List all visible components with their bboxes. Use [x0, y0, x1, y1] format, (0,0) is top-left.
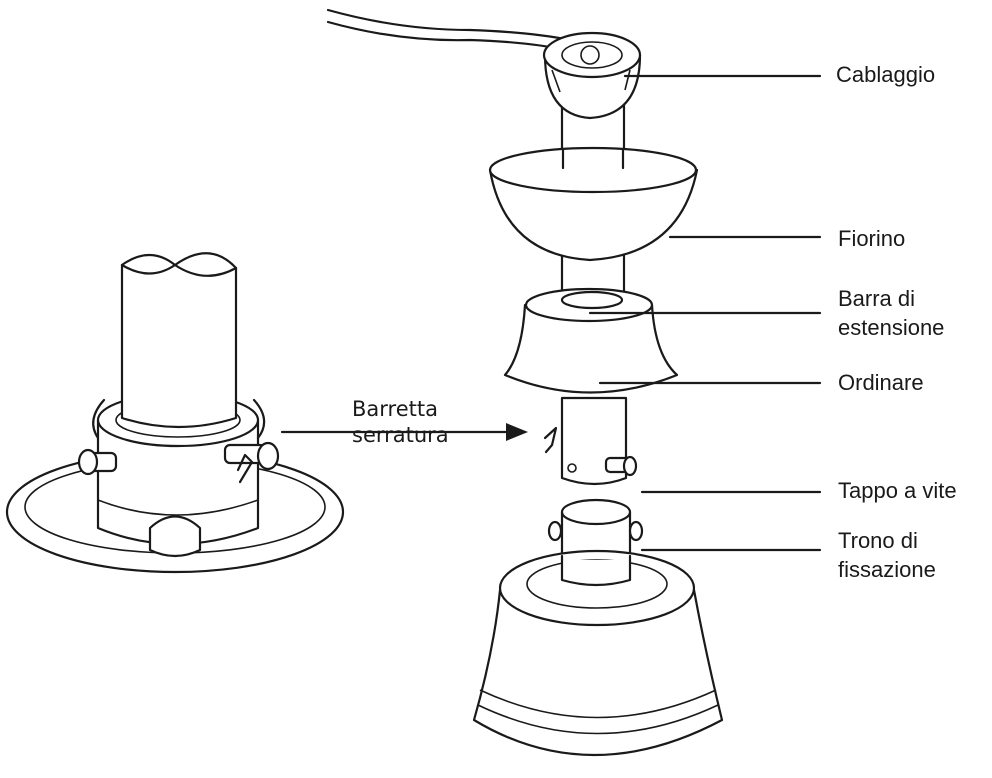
left-assembly-detail [5, 252, 345, 574]
wiring-hub-slots [551, 69, 631, 93]
wire-2 [326, 20, 567, 52]
canopy-cup-rim [488, 146, 698, 194]
rod-hole [567, 463, 577, 473]
base-bell [472, 588, 724, 756]
label-barretta-line1: Barretta [352, 397, 438, 421]
wiring-hub-top [542, 31, 642, 79]
wire-1 [326, 8, 572, 42]
label-barra-line2: estensione [838, 315, 945, 340]
canopy-cup [488, 168, 699, 262]
wiring-hub-screw [580, 45, 600, 65]
left-collar-band [97, 499, 259, 516]
leader-barretta-arrow [506, 423, 528, 441]
label-trono-line1: Trono di [838, 528, 918, 553]
right-screw-head [256, 441, 280, 471]
right-ear [252, 398, 266, 440]
left-lock-pin [236, 453, 254, 484]
rod-through-cup [561, 148, 625, 170]
left-ear [92, 398, 106, 440]
label-barretta-line2: serratura [352, 423, 449, 447]
lower-rod-bolt-head [622, 455, 638, 477]
label-fiorino: Fiorino [838, 226, 906, 251]
left-screw-head [77, 448, 99, 476]
right-exploded-stack [326, 8, 724, 756]
label-barra-line1: Barra di [838, 286, 916, 311]
left-front-knob [148, 515, 202, 558]
left-tube-top [120, 253, 238, 277]
label-trono-line2: fissazione [838, 557, 936, 582]
base-band-2 [477, 704, 719, 735]
base-band-1 [479, 689, 717, 719]
leader-lines [280, 74, 822, 552]
trim-rod-hole [560, 290, 624, 310]
base-bell-top [498, 549, 696, 627]
mount-collar-screw-right [628, 520, 644, 542]
label-tappo: Tappo a vite [838, 478, 957, 503]
lock-pin [543, 426, 558, 454]
label-cablaggio: Cablaggio [836, 62, 936, 87]
label-ordinare: Ordinare [838, 370, 924, 395]
mount-collar-screw-left [547, 520, 563, 542]
collar-into-base [560, 554, 632, 587]
left-tube [120, 252, 238, 429]
wiring-hub-inner [561, 41, 623, 69]
trim-cover [503, 303, 679, 394]
mount-collar-top [560, 498, 632, 526]
